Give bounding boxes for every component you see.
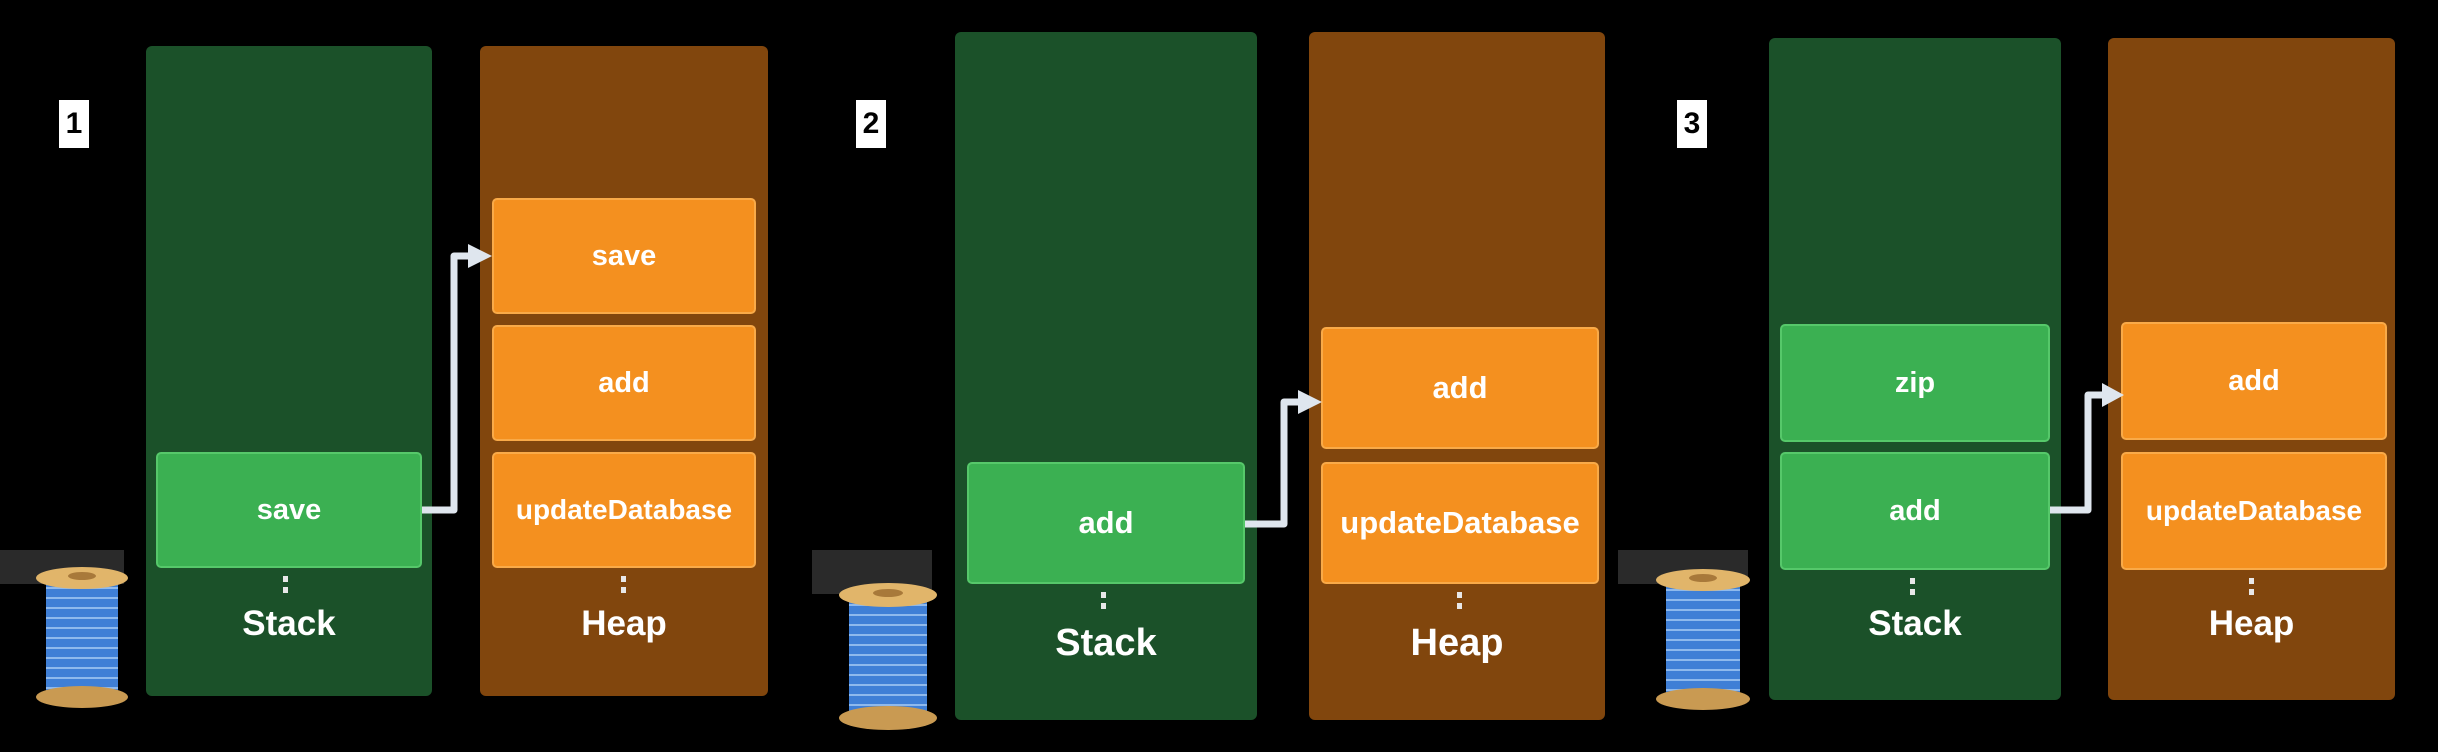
- stack-frame: add: [967, 462, 1245, 584]
- heap-frame: updateDatabase: [2121, 452, 2387, 570]
- heap-dots: [621, 576, 627, 598]
- stack-label: Stack: [242, 604, 336, 643]
- arrow-icon: [422, 252, 470, 514]
- heap-frame: add: [1321, 327, 1599, 449]
- arrow-icon: [2102, 383, 2124, 407]
- heap-column: add updateDatabase Heap: [2108, 38, 2395, 700]
- heap-frame: save: [492, 198, 756, 314]
- heap-frame: add: [2121, 322, 2387, 440]
- heap-column: add updateDatabase Heap: [1309, 32, 1605, 720]
- heap-label: Heap: [581, 604, 667, 643]
- stack-frame: save: [156, 452, 422, 568]
- heap-frame: add: [492, 325, 756, 441]
- stack-column: save Stack: [146, 46, 432, 696]
- panel-number: 1: [59, 100, 89, 148]
- heap-frame: updateDatabase: [492, 452, 756, 568]
- heap-dots: [1457, 592, 1463, 614]
- stack-column: zip add Stack: [1769, 38, 2061, 700]
- arrow-icon: [1245, 398, 1300, 528]
- stack-dots: [1101, 592, 1107, 614]
- thread-spool-icon: [1656, 569, 1750, 710]
- stack-column: add Stack: [955, 32, 1257, 720]
- arrow-icon: [468, 244, 492, 268]
- arrow-icon: [2050, 391, 2104, 514]
- heap-column: save add updateDatabase Heap: [480, 46, 768, 696]
- heap-dots: [2249, 578, 2255, 600]
- heap-label: Heap: [2208, 604, 2295, 643]
- stack-dots: [1910, 578, 1916, 600]
- panel-number: 3: [1677, 100, 1707, 148]
- thread-spool-icon: [36, 567, 128, 708]
- arrow-icon: [1298, 390, 1322, 414]
- panel-number: 2: [856, 100, 886, 148]
- heap-label: Heap: [1410, 622, 1504, 664]
- heap-frame: updateDatabase: [1321, 462, 1599, 584]
- stack-frame: add: [1780, 452, 2050, 570]
- stack-dots: [283, 576, 289, 598]
- thread-spool-icon: [839, 583, 937, 730]
- stack-label: Stack: [1055, 622, 1157, 664]
- stack-label: Stack: [1868, 604, 1962, 643]
- stack-frame: zip: [1780, 324, 2050, 442]
